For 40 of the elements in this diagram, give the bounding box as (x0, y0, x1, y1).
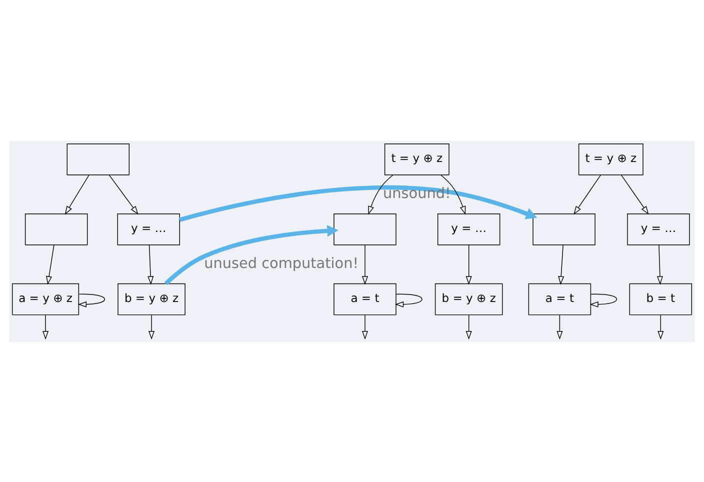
node-box: b = y ⊕ z (118, 282, 186, 315)
arrow (148, 244, 154, 284)
arrow (46, 244, 54, 284)
arrow (466, 244, 472, 284)
node-box: a = t (334, 282, 396, 315)
node-box: y = … (627, 212, 690, 245)
node-box: t = y ⊕ z (384, 143, 450, 175)
node-box (532, 212, 596, 245)
arrow (466, 314, 472, 340)
edge-label: unused computation! (204, 255, 359, 272)
arrow (558, 244, 564, 284)
arrow (179, 184, 538, 222)
arrow (658, 314, 664, 340)
arrow (620, 174, 649, 214)
node-box: y = … (437, 212, 500, 245)
node-box: a = y ⊕ z (12, 282, 80, 315)
arrow (556, 314, 563, 340)
node-box: b = t (629, 282, 692, 315)
node-box (24, 212, 88, 245)
arrow (590, 293, 618, 307)
arrow (362, 244, 368, 284)
node-box (66, 143, 130, 175)
arrow (148, 314, 155, 340)
arrow (368, 174, 394, 214)
edge-label: unsound! (383, 185, 451, 202)
arrow (656, 244, 663, 284)
node-box: t = y ⊕ z (578, 143, 644, 175)
arrow (574, 174, 602, 214)
node-box: a = t (528, 282, 592, 315)
arrow (108, 174, 138, 214)
arrow (362, 314, 368, 340)
node-box (334, 212, 396, 245)
arrow (440, 174, 466, 214)
arrow (164, 224, 338, 285)
arrow (78, 293, 105, 307)
node-box: y = … (117, 212, 180, 245)
arrow (42, 314, 49, 340)
arrow (394, 293, 422, 307)
node-box: b = y ⊕ z (434, 282, 503, 315)
arrow (64, 174, 90, 214)
